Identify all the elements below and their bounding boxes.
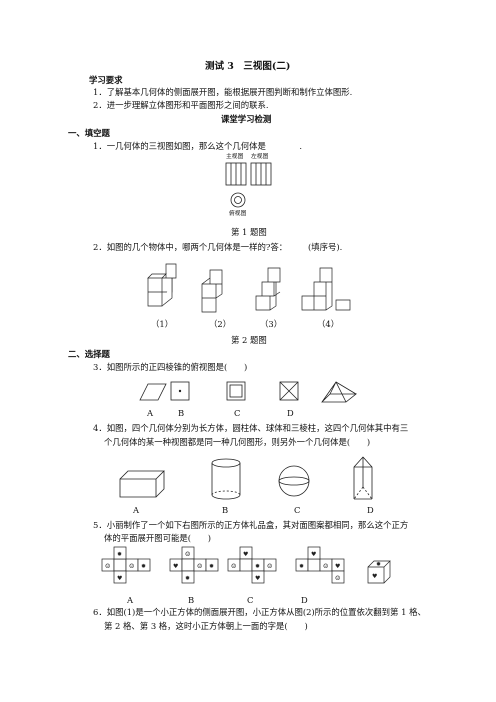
figure-2-label-3: （3）	[260, 319, 283, 329]
svg-text:♥: ♥	[311, 551, 316, 558]
q5-option-c: C	[247, 595, 254, 605]
svg-text:♥: ♥	[255, 575, 260, 582]
requirement-item: 2．进一步理解立体图形和平面图形之间的联系.	[93, 100, 269, 110]
question-6-line1: 6．如图(1)是一个小正方体的侧面展开图，小正方体从图(2)所示的位置依次翻到第…	[93, 607, 426, 617]
question-4-line2: 个几何体的某一种视图都是同一种几何图形，则另外一个几何体是( )	[104, 437, 371, 447]
svg-text:♥: ♥	[117, 575, 122, 582]
svg-text:☺: ☺	[129, 563, 134, 570]
svg-text:✹: ✹	[376, 561, 381, 568]
question-2-text: 2．如图的几个物体中，哪两个几何体是一样的?答： (填序号).	[93, 242, 343, 252]
svg-text:♥: ♥	[243, 551, 248, 558]
section1-heading: 一、填空题	[68, 128, 110, 138]
svg-text:☺: ☺	[323, 563, 328, 570]
q3-option-d: D	[287, 408, 294, 418]
question-6-line2: 第 2 格、第 3 格，这时小正方体朝上一面的字是( )	[104, 621, 308, 631]
cube-stacks-figure	[147, 263, 351, 313]
svg-text:☺: ☺	[231, 563, 236, 570]
question-3-text: 3．如图所示的正四棱锥的俯视图是( )	[93, 362, 248, 372]
page-title: 测试 3 三视图(二)	[205, 61, 291, 72]
top-view-label: 俯视图	[229, 211, 247, 217]
svg-text:☺: ☺	[197, 563, 202, 570]
figure-2-label-1: （1）	[151, 319, 174, 329]
question-5-line2: 体的平面展开图可能是( )	[104, 533, 212, 543]
figure-2-label-2: （2）	[209, 319, 232, 329]
q3-option-c: C	[234, 408, 241, 418]
svg-text:✹: ✹	[299, 563, 304, 570]
figure-2-label-4: （4）	[317, 319, 340, 329]
q4-option-c: C	[294, 505, 301, 515]
q4-option-d: D	[367, 505, 374, 515]
q4-option-a: A	[133, 505, 140, 515]
svg-text:✹: ✹	[209, 563, 214, 570]
svg-text:☺: ☺	[105, 563, 110, 570]
q5-option-a: A	[127, 595, 134, 605]
question-4-line1: 4．如图，四个几何体分别为长方体，圆柱体、球体和三棱柱，这四个几何体其中有三	[93, 423, 409, 433]
svg-text:♥: ♥	[173, 563, 178, 570]
q4-option-b: B	[222, 505, 229, 515]
q5-option-b: B	[188, 595, 195, 605]
q3-option-a: A	[147, 408, 154, 418]
q5-option-d: D	[301, 595, 308, 605]
left-view-label: 左视图	[251, 154, 269, 160]
svg-text:✹: ✹	[141, 563, 146, 570]
svg-text:♥: ♥	[372, 573, 377, 580]
svg-text:☺: ☺	[185, 551, 190, 558]
figure-1-caption: 第 1 题图	[231, 227, 267, 237]
check-heading: 课堂学习检测	[221, 114, 272, 124]
svg-text:✹: ✹	[255, 563, 260, 570]
question-5-line1: 5．小丽制作了一个如下右图所示的正方体礼品盒，其对面图案都相同，那么这个正方	[93, 520, 409, 530]
svg-text:☺: ☺	[335, 575, 340, 582]
three-view-figure	[225, 162, 272, 208]
requirements-heading: 学习要求	[89, 75, 123, 85]
svg-text:♥: ♥	[335, 563, 340, 570]
svg-text:☺: ☺	[267, 563, 272, 570]
svg-text:✹: ✹	[117, 551, 122, 558]
solids-figure	[119, 456, 373, 500]
q3-option-b: B	[178, 408, 185, 418]
figure-2-caption: 第 2 题图	[231, 335, 267, 345]
pyramid-top-view-options	[139, 381, 358, 403]
svg-text:✹: ✹	[185, 575, 190, 582]
cube-nets-figure: ☺ ☺ ♥ ✹ ✹ ☺ ♥ ☺ ✹ ✹ ♥ ☺ ✹ ☺ ♥ ✹ ♥ ☺ ☺ ♥ ♥ ✹	[101, 546, 391, 584]
requirement-item: 1．了解基本几何体的侧面展开图，能根据展开图判断和制作立体图形.	[93, 87, 353, 97]
section2-heading: 二、选择题	[68, 349, 110, 359]
front-view-label: 主视图	[226, 154, 244, 160]
question-1-text: 1．一几何体的三视图如图，那么这个几何体是 .	[93, 141, 302, 151]
